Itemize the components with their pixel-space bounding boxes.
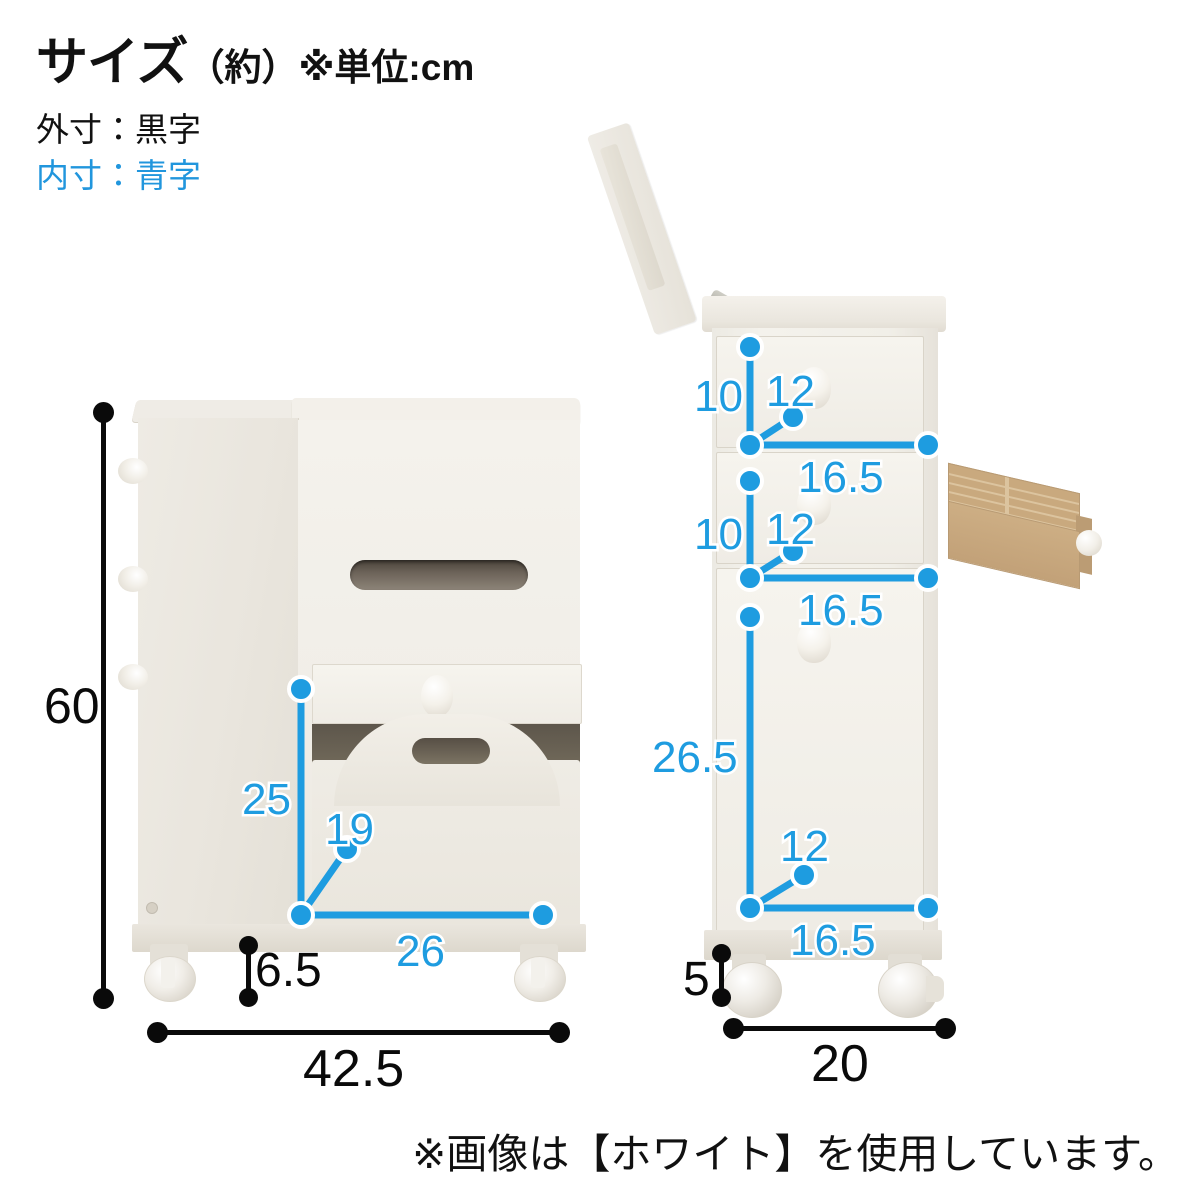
- caster-front-left: [144, 944, 196, 1002]
- dot-60-top: [93, 402, 114, 423]
- dot-65-top: [239, 936, 258, 955]
- label-inner-10-mid: 10: [692, 510, 746, 559]
- tray-knob: [1076, 530, 1102, 556]
- dot-60-bottom: [93, 988, 114, 1009]
- line-outer-60: [101, 410, 106, 998]
- caster-fork: [161, 958, 175, 988]
- line-outer-425: [155, 1030, 559, 1035]
- side-knob-top: [118, 458, 148, 484]
- cabinet-side-face: [138, 418, 299, 926]
- label-inner-12-top: 12: [764, 367, 818, 416]
- line-outer-5: [719, 952, 724, 996]
- label-inner-12-mid: 12: [764, 505, 818, 554]
- side-knob-middle: [118, 566, 148, 592]
- page-title-main: サイズ: [36, 34, 188, 92]
- label-outer-425: 42.5: [303, 1040, 405, 1098]
- caster-fork: [531, 958, 545, 988]
- label-inner-25: 25: [240, 775, 294, 824]
- side-drawer-top: [716, 336, 924, 448]
- product-front-view-illustration: [118, 396, 586, 1002]
- line-outer-65: [246, 944, 251, 996]
- dot-65-bottom: [239, 988, 258, 1007]
- pull-out-divided-tray: [948, 462, 1102, 590]
- cabinet-front-face: [298, 420, 582, 950]
- page-title-sub: （約）※単位:cm: [187, 47, 475, 88]
- dot-5-top: [712, 944, 731, 963]
- dot-20-left: [723, 1018, 744, 1039]
- bin-hand-hole: [412, 738, 490, 764]
- front-drawer-knob: [421, 675, 453, 717]
- label-outer-5: 5: [683, 953, 710, 1006]
- dot-20-right: [935, 1018, 956, 1039]
- caster-rear-right: [878, 954, 944, 1018]
- side-screw-cap: [146, 902, 158, 914]
- product-side-view-illustration: [586, 118, 956, 1018]
- base-plinth-left: [132, 924, 586, 952]
- label-outer-65: 6.5: [255, 944, 322, 997]
- lid-front-panel: [292, 398, 580, 424]
- label-outer-20: 20: [811, 1035, 869, 1093]
- label-inner-26: 26: [394, 927, 448, 976]
- dot-5-bottom: [712, 988, 731, 1007]
- side-knob-bottom: [118, 664, 148, 690]
- side-drawer-bottom-knob: [797, 621, 831, 663]
- cabinet-top-panel: [702, 296, 946, 332]
- legend-inner-dimension: 内寸：青字: [36, 157, 201, 194]
- label-inner-265: 26.5: [650, 733, 741, 782]
- page-title: サイズ（約）※単位:cm: [36, 20, 474, 95]
- side-drawer-middle-knob: [797, 483, 831, 525]
- caster-rear-left: [722, 954, 782, 1018]
- lid-inner-panel: [599, 143, 666, 291]
- caster-wheel: [722, 962, 782, 1018]
- legend-outer-dimension: 外寸：黒字: [36, 111, 201, 148]
- label-inner-19: 19: [323, 805, 377, 854]
- line-outer-20: [731, 1026, 943, 1031]
- pull-out-bin: [312, 714, 580, 950]
- caster-brake-lever: [926, 976, 944, 1002]
- slot-handle-opening: [350, 560, 528, 590]
- caster-front-right: [514, 944, 566, 1002]
- label-inner-10-top: 10: [692, 372, 746, 421]
- side-drawer-top-knob: [797, 367, 831, 409]
- footer-note: ※画像は【ホワイト】を使用しています。: [412, 1131, 1180, 1177]
- label-outer-60: 60: [44, 678, 100, 734]
- label-inner-165-bot: 16.5: [788, 916, 879, 965]
- label-inner-165-top: 16.5: [796, 453, 887, 502]
- dot-425-left: [147, 1022, 168, 1043]
- label-inner-165-mid: 16.5: [796, 586, 887, 635]
- open-lid-panel: [586, 122, 697, 336]
- label-inner-12-bot: 12: [778, 822, 832, 871]
- dot-425-right: [549, 1022, 570, 1043]
